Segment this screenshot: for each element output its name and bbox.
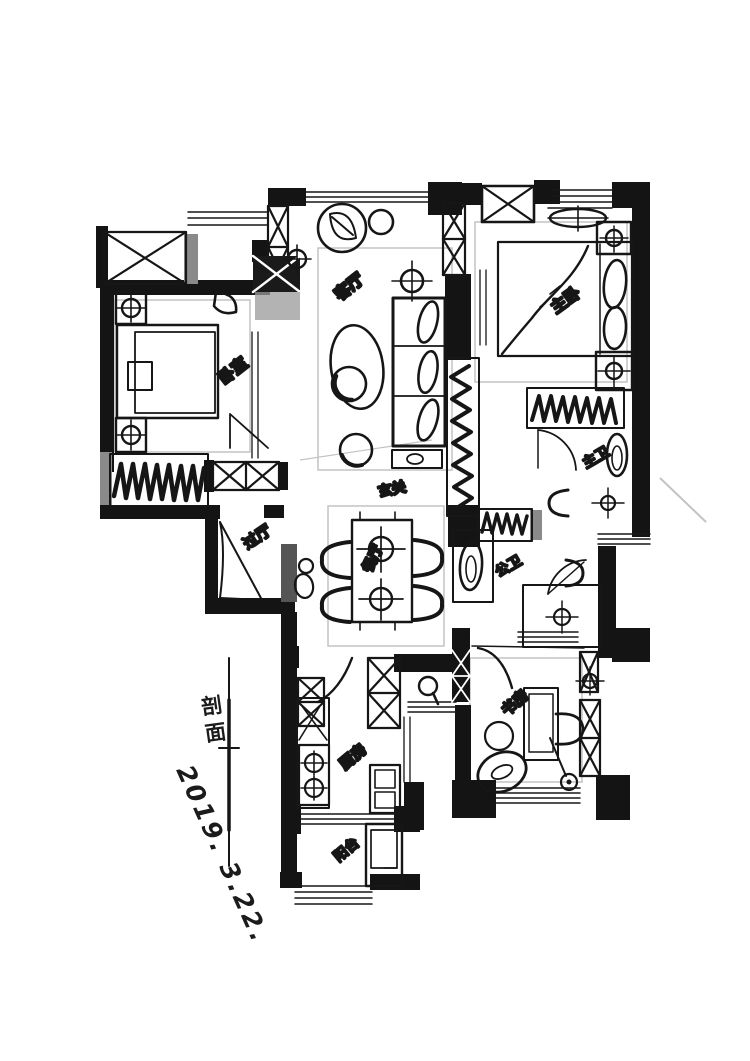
- walls: [96, 180, 650, 890]
- hall-wardrobe: [446, 357, 480, 517]
- desk-chair: [554, 712, 585, 746]
- room-kitchen: 厨房: [296, 656, 411, 815]
- kitchen-label: 厨房: [336, 740, 371, 773]
- chair: [412, 584, 445, 622]
- cushion-sketch: [212, 290, 238, 315]
- wardrobe-hatch-master-left: [441, 201, 467, 277]
- wardrobes: [109, 357, 625, 542]
- desk: [523, 687, 559, 761]
- sofa: [391, 296, 447, 469]
- floor-lamp-arm: [549, 737, 567, 777]
- plant-pot: [316, 202, 368, 254]
- pencil-guides: [114, 221, 707, 783]
- annotations: 剖面 2019. 3.22.: [171, 657, 276, 948]
- rug-oval: [476, 750, 528, 794]
- cabinet-hatch-kitchen-right: [366, 656, 402, 730]
- date-note: 2019. 3.22.: [171, 761, 276, 948]
- round-stool: [338, 432, 374, 468]
- master-wardrobe: [526, 387, 625, 429]
- guest-bath-cabinet: [477, 508, 533, 542]
- fridge: [368, 763, 402, 815]
- bay-window-hatch: [102, 230, 188, 286]
- stove: [297, 743, 331, 807]
- door-arc: [547, 559, 587, 595]
- entry: [417, 675, 440, 706]
- room-master-bath: 主卫: [537, 429, 629, 519]
- guest-bath-label: 公卫: [493, 553, 525, 581]
- bench-hatch-bedroom: [204, 460, 288, 492]
- room-dining: 餐厅: [319, 511, 445, 631]
- chair: [319, 586, 352, 624]
- study-label: 书房: [498, 686, 532, 719]
- balcony-label: 阳台: [330, 834, 362, 865]
- kitchen-door-arc: [316, 656, 354, 704]
- master-label: 主卧: [547, 283, 584, 317]
- chair: [412, 538, 445, 578]
- study-door-arc: [476, 646, 514, 690]
- toilet: [605, 432, 629, 478]
- basin: [547, 488, 570, 518]
- tv-cabinet-block: [251, 254, 302, 320]
- bedroom-label: 卧室: [215, 353, 252, 388]
- cabinet-hatch-master-top: [480, 184, 536, 224]
- dining-table: [350, 518, 414, 624]
- room-master-bedroom: 主卧: [479, 205, 634, 392]
- column-hatch-study-nw: [451, 649, 471, 703]
- master-bed: [496, 240, 634, 358]
- pouf: [483, 720, 515, 752]
- section-label: 剖面: [197, 693, 228, 750]
- floor-lamp: [559, 772, 579, 792]
- bedroom-wardrobe: [109, 453, 209, 507]
- living-label: 客厅: [331, 269, 368, 304]
- bedroom-door-arc: [219, 521, 263, 601]
- toilet: [458, 540, 484, 592]
- door-knob-sketch: [417, 675, 439, 697]
- dining-label: 餐厅: [359, 542, 387, 576]
- console-table: [281, 544, 297, 602]
- hallway: 过厅: [219, 520, 315, 602]
- hallway-label: 过厅: [240, 521, 275, 553]
- foyer-label: 玄关: [377, 478, 408, 500]
- bedroom-bed: [115, 323, 220, 420]
- coffee-table: [329, 323, 385, 411]
- room-guest-bath: 公卫: [452, 529, 602, 648]
- closet-door-line: [229, 413, 269, 449]
- washing-machine: [364, 822, 404, 888]
- door-arc: [537, 429, 577, 471]
- chair: [319, 540, 352, 580]
